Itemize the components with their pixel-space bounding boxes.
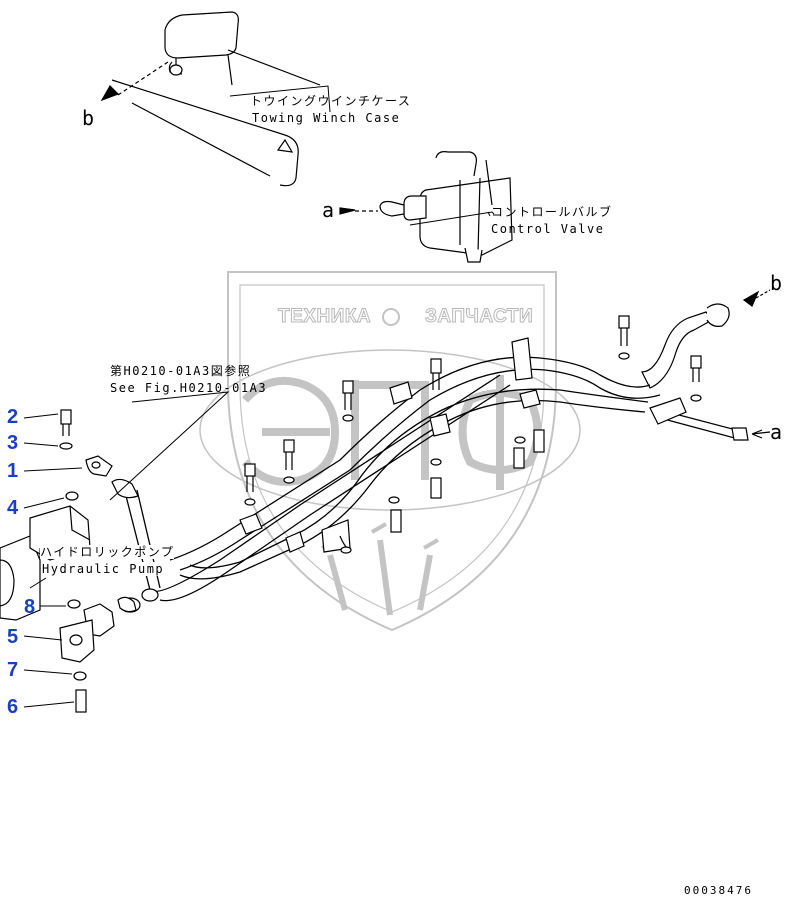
winch-case-label-jp: トウイングウインチケース (250, 94, 412, 108)
watermark-left-word: ТЕХНИКА (277, 306, 372, 328)
callout-7[interactable]: 7 (7, 659, 19, 681)
leader-lines (23, 85, 495, 708)
callout-1[interactable]: 1 (7, 460, 19, 482)
callout-2[interactable]: 2 (7, 406, 19, 428)
pump-label-jp: ハイドロリックポンプ (40, 545, 175, 559)
pump-label-en: Hydraulic Pump (42, 562, 165, 576)
right-hose-assembly (618, 289, 771, 441)
gear-icon (382, 308, 400, 326)
connection-letter-b-left: b (82, 106, 95, 130)
tube-details (111, 337, 541, 602)
towing-winch-case (100, 11, 321, 187)
connection-letter-a-right: a (770, 420, 783, 444)
callout-4[interactable]: 4 (7, 497, 19, 519)
connection-letter-a-left: a (322, 198, 335, 222)
callout-8[interactable]: 8 (24, 596, 36, 618)
hydraulic-pump (0, 409, 137, 713)
winch-case-label-en: Towing Winch Case (252, 111, 401, 125)
watermark-right-word: ЗАПЧАСТИ (424, 306, 534, 328)
control-valve-label-jp: コントロールバルブ (491, 205, 613, 219)
control-valve (339, 151, 513, 263)
see-fig-label-en: See Fig.H0210-01A3 (110, 381, 268, 395)
callout-5[interactable]: 5 (7, 626, 19, 648)
control-valve-label-en: Control Valve (491, 222, 605, 236)
connection-letter-b-right: b (770, 271, 783, 295)
callout-6[interactable]: 6 (7, 696, 19, 718)
see-fig-label-jp: 第H0210-01A3図参照 (110, 364, 252, 378)
catalog-number: 00038476 (684, 884, 753, 897)
callout-3[interactable]: 3 (7, 432, 19, 454)
